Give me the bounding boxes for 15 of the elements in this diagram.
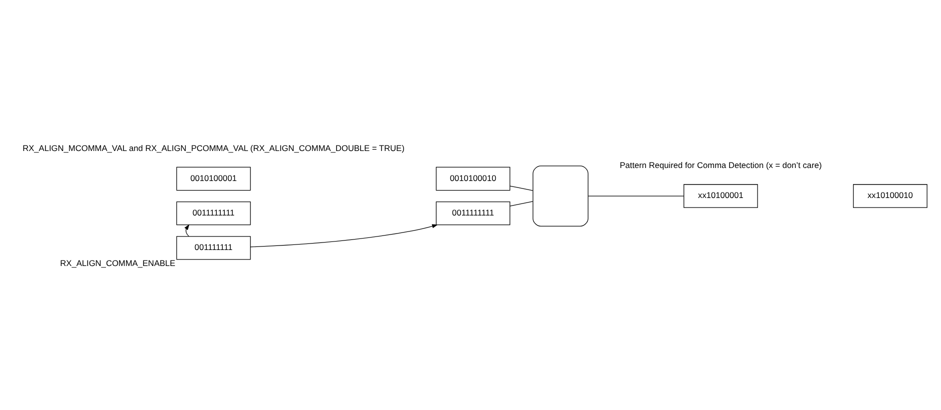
node-box: 0010100001 [176,166,251,191]
connector [510,201,534,206]
node-label: RX_ALIGN_COMMA_ENABLE [60,258,176,268]
label: RX_ALIGN_MCOMMA_VAL and RX_ALIGN_PCOMMA_VAL (RX_ALIGN_COMMA_DOUBLE = TRUE) [22,142,404,153]
node-box: xx10100010 [853,184,928,208]
node-box: 0011111111 [176,201,251,226]
node-gate [532,166,588,226]
arrow [184,224,190,237]
node-box: 0010100010 [436,166,510,191]
connector [510,186,534,191]
label: Pattern Required for Comma Detection (x = don’t care) [620,160,822,170]
node-box: 001111111 [176,236,251,260]
arrow [250,224,438,248]
node-box: xx10100001 [684,184,758,208]
node-box: 0011111111 [436,201,510,226]
